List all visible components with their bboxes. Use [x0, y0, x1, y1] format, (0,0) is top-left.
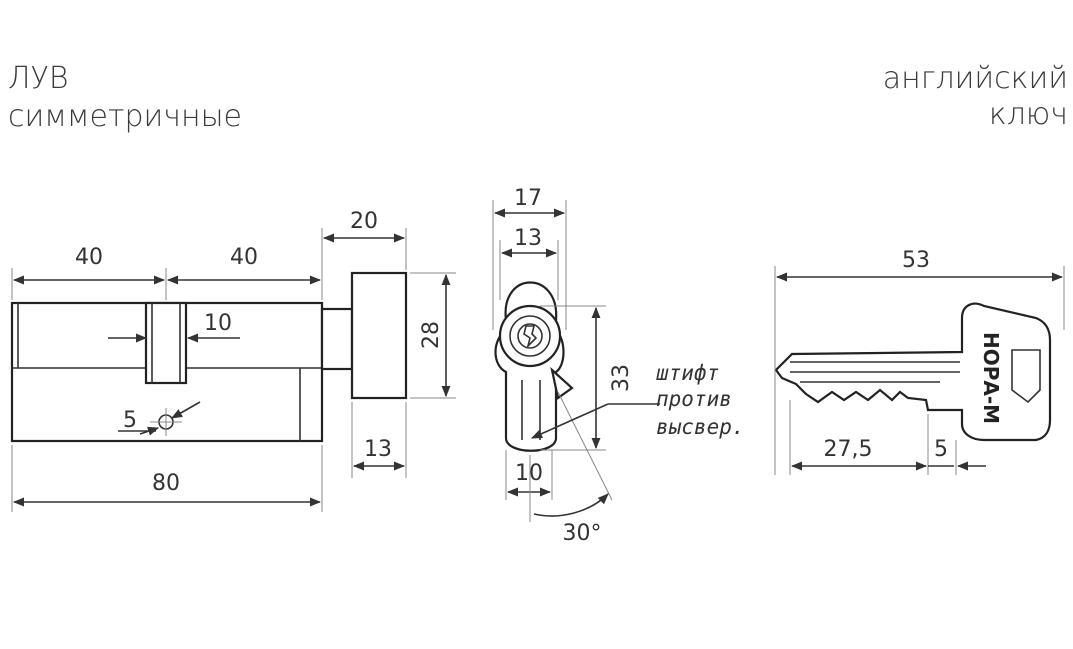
key-drawing: НОРА-М	[774, 302, 1052, 442]
dim-key-length: 53	[902, 248, 930, 273]
profile-dimensions: 17 13 33 10 30° штифт против высвер.	[492, 186, 745, 546]
dim-outer-width: 17	[514, 186, 542, 211]
dim-angle: 30°	[563, 521, 602, 546]
note-line-2: против	[656, 387, 732, 411]
dim-pin-hole: 5	[123, 408, 137, 433]
title-line-2: симметричные	[8, 99, 242, 134]
dim-profile-height: 33	[609, 364, 634, 392]
note-line-1: штифт	[656, 361, 719, 385]
dim-inner-width: 13	[514, 226, 542, 251]
dim-cam-width: 10	[204, 311, 232, 336]
key-type-line-1: английский	[883, 61, 1068, 96]
cylinder-side-view	[10, 271, 408, 443]
key-dimensions: 53 27,5 5	[774, 248, 1065, 475]
dim-total-length: 80	[152, 471, 180, 496]
dim-knob-length: 20	[350, 209, 378, 234]
dim-knob-neck: 13	[364, 437, 392, 462]
dim-left-half: 40	[75, 245, 103, 270]
title-line-1: ЛУВ	[8, 61, 68, 96]
dim-knob-diameter: 28	[419, 321, 444, 349]
dim-right-half: 40	[230, 245, 258, 270]
key-type-line-2: ключ	[989, 97, 1068, 132]
cylinder-dimensions: 40 40 80 10 5 20 28 13	[11, 209, 456, 512]
dim-key-tip: 5	[934, 437, 948, 462]
cylinder-profile-view	[494, 281, 574, 452]
key-brand: НОРА-М	[979, 332, 1003, 424]
dim-blade-to-stop: 27,5	[824, 437, 873, 462]
dim-bottom-width: 10	[515, 461, 543, 486]
note-line-3: высвер.	[656, 415, 745, 439]
